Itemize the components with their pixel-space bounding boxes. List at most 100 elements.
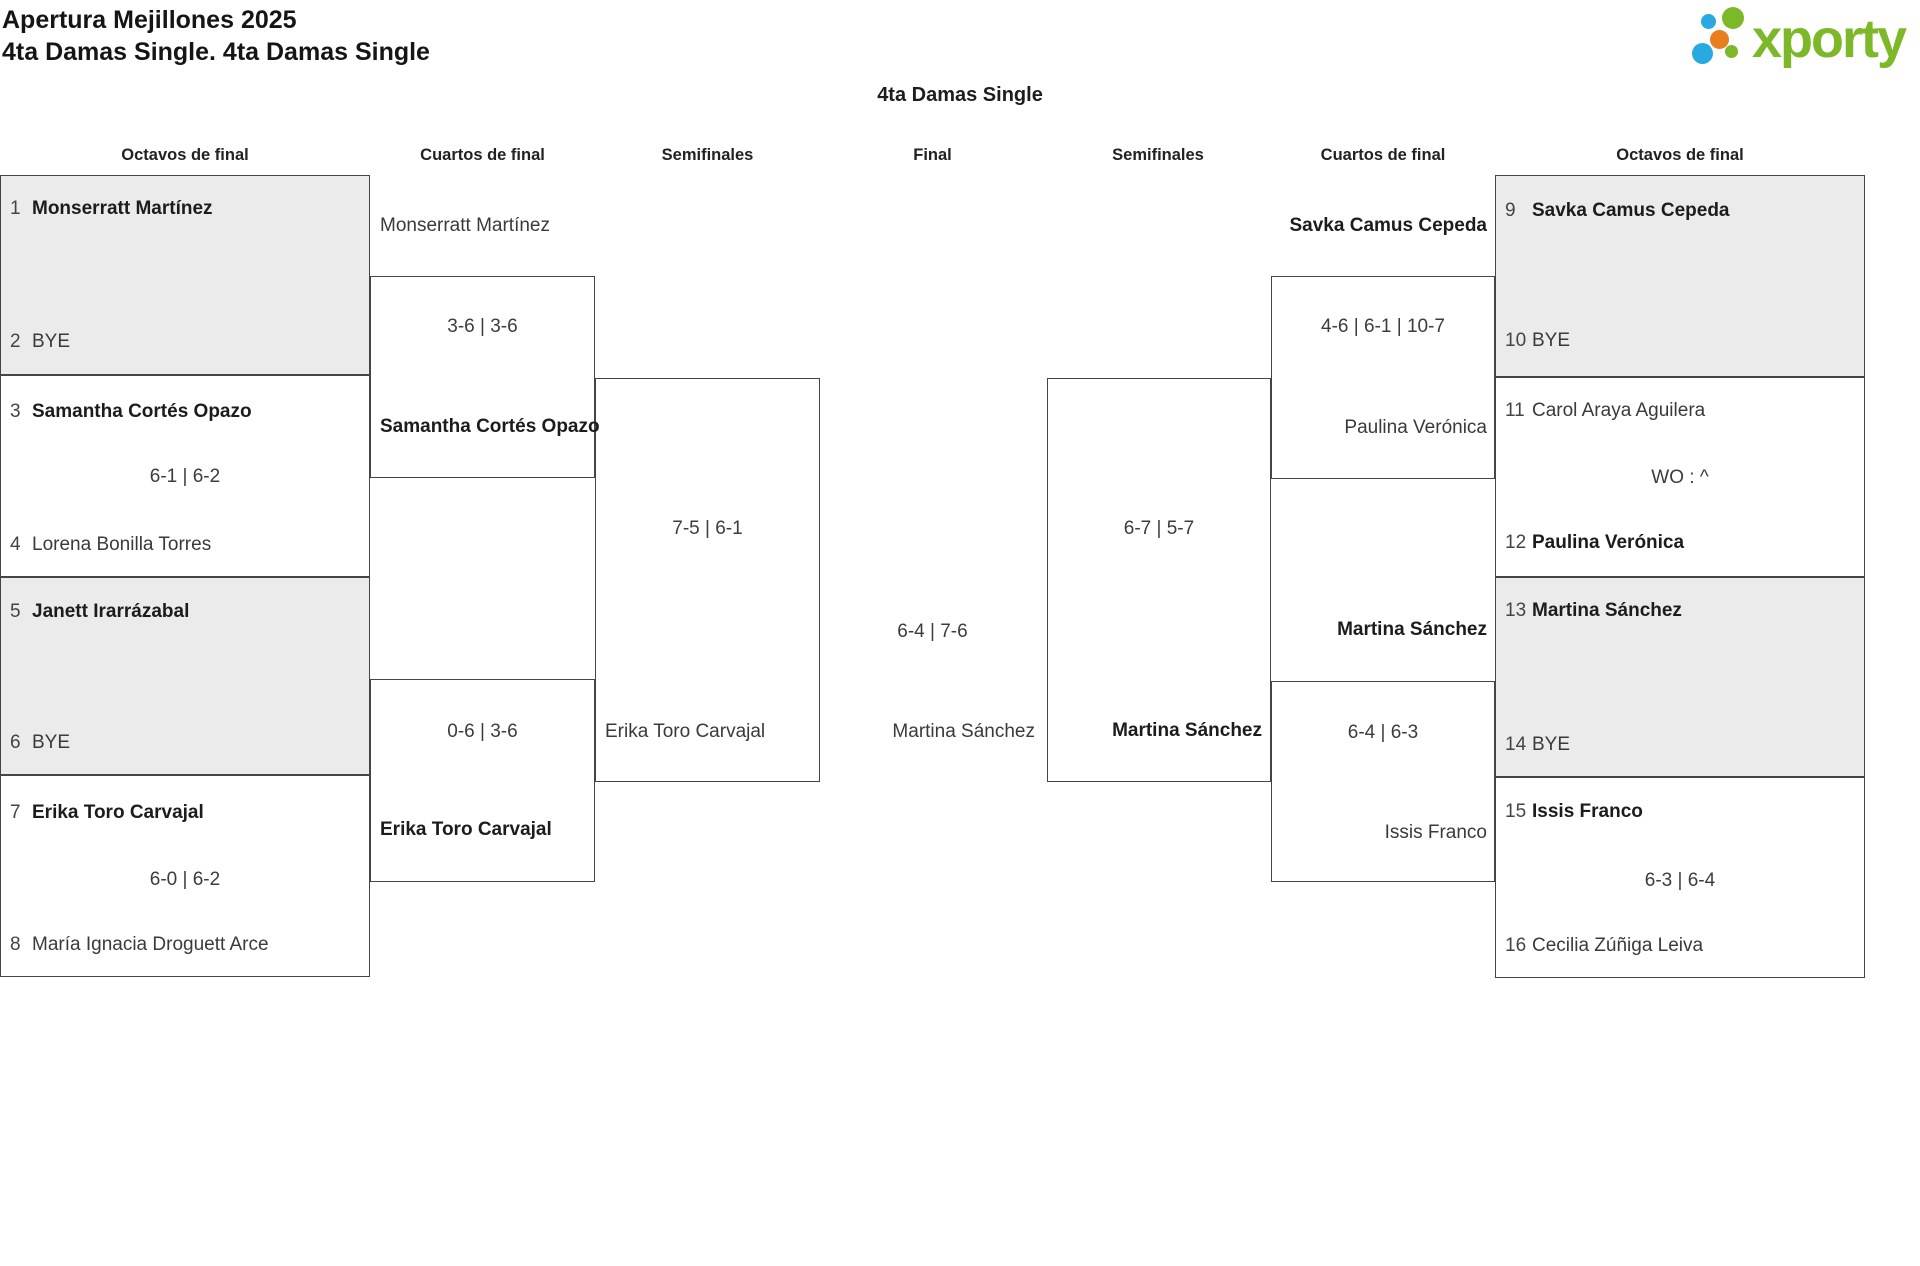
player-row: 6 BYE (0, 730, 370, 756)
player-name[interactable]: Samantha Cortés Opazo (32, 401, 252, 422)
xporty-logo[interactable]: xporty (1690, 0, 1920, 80)
player-row: 9 Savka Camus Cepeda (1495, 198, 1865, 224)
player-row: 15 Issis Franco (1495, 799, 1865, 825)
tournament-subtitle: 4ta Damas Single. 4ta Damas Single (2, 38, 430, 66)
seed-number: 13 (1505, 600, 1527, 621)
round-header-semis-left: Semifinales (661, 146, 754, 164)
logo-dot-green-large (1722, 7, 1744, 29)
player-name[interactable]: Monserratt Martínez (32, 198, 213, 219)
player-name[interactable]: Martina Sánchez (1532, 600, 1682, 621)
seed-number: 6 (10, 732, 21, 753)
player-row: 14 BYE (1495, 732, 1865, 758)
player-name[interactable]: Monserratt Martínez (380, 215, 550, 236)
seed-number: 9 (1505, 200, 1516, 221)
cuartos-right-match2-box (1271, 681, 1495, 882)
octavos-right-match4-box (1495, 777, 1865, 978)
player-row: 1 Monserratt Martínez (0, 196, 370, 222)
seed-number: 14 (1505, 734, 1527, 755)
logo-dot-green-small (1725, 45, 1738, 58)
seed-number: 11 (1505, 400, 1525, 421)
player-name: BYE (1532, 330, 1571, 351)
seed-number: 10 (1505, 330, 1527, 351)
player-row: 5 Janett Irarrázabal (0, 599, 370, 625)
player-name[interactable]: Issis Franco (1532, 801, 1643, 822)
player-name[interactable]: María Ignacia Droguett Arce (32, 934, 269, 955)
octavos-left-match1-box (0, 175, 370, 375)
match-score: 6-7 | 5-7 (1123, 518, 1195, 539)
seed-number: 12 (1505, 532, 1527, 553)
logo-wordmark: xporty (1752, 9, 1907, 69)
seed-number: 16 (1505, 935, 1527, 956)
match-score: 6-4 | 7-6 (897, 621, 968, 642)
octavos-left-match2-box (0, 375, 370, 577)
logo-dot-blue-small (1701, 14, 1716, 29)
player-name[interactable]: Erika Toro Carvajal (380, 819, 552, 840)
player-row: 10 BYE (1495, 328, 1865, 354)
cuartos-right-match1-box (1271, 276, 1495, 479)
player-row: 16 Cecilia Zúñiga Leiva (1495, 933, 1865, 959)
player-name[interactable]: Janett Irarrázabal (32, 601, 190, 622)
match-score: 7-5 | 6-1 (672, 518, 743, 539)
player-name[interactable]: Savka Camus Cepeda (1289, 215, 1488, 236)
round-header-octavos-right: Octavos de final (1616, 146, 1744, 164)
player-name[interactable]: Issis Franco (1384, 822, 1487, 843)
match-score: 4-6 | 6-1 | 10-7 (1321, 316, 1445, 337)
round-header-final: Final (913, 146, 952, 164)
player-row: 12 Paulina Verónica (1495, 530, 1865, 556)
tournament-title: Apertura Mejillones 2025 (2, 6, 297, 34)
player-row: 11 Carol Araya Aguilera (1495, 398, 1865, 424)
player-name[interactable]: Paulina Verónica (1532, 532, 1685, 553)
player-name: BYE (1532, 734, 1571, 755)
player-row: 7 Erika Toro Carvajal (0, 800, 370, 826)
round-header-semis-right: Semifinales (1112, 146, 1204, 164)
semifinal-right-box (1047, 378, 1271, 782)
player-name: BYE (32, 732, 71, 753)
round-header-cuartos-left: Cuartos de final (420, 146, 545, 164)
logo-dot-blue-large (1692, 43, 1713, 64)
round-header-cuartos-right: Cuartos de final (1320, 146, 1446, 164)
player-name[interactable]: Cecilia Zúñiga Leiva (1532, 935, 1704, 956)
player-name[interactable]: Lorena Bonilla Torres (32, 534, 212, 555)
seed-number: 15 (1505, 801, 1527, 822)
player-row: 4 Lorena Bonilla Torres (0, 532, 370, 558)
round-header-octavos-left: Octavos de final (121, 146, 249, 164)
match-score: 6-0 | 6-2 (149, 869, 221, 890)
octavos-right-match2-box (1495, 377, 1865, 577)
seed-number: 7 (10, 802, 21, 823)
seed-number: 5 (10, 601, 21, 622)
logo-dot-orange (1710, 30, 1729, 49)
player-row: 8 María Ignacia Droguett Arce (0, 932, 370, 958)
player-name[interactable]: Martina Sánchez (1337, 619, 1487, 640)
octavos-left-match4-box (0, 775, 370, 977)
player-name[interactable]: Erika Toro Carvajal (32, 802, 204, 823)
octavos-right-match1-box (1495, 175, 1865, 377)
player-row: 2 BYE (0, 329, 370, 355)
player-name[interactable]: Carol Araya Aguilera (1532, 400, 1706, 421)
match-score: 3-6 | 3-6 (447, 316, 518, 337)
match-score: 0-6 | 3-6 (447, 721, 518, 742)
seed-number: 1 (10, 198, 21, 219)
seed-number: 2 (10, 331, 21, 352)
player-name[interactable]: Martina Sánchez (1112, 720, 1262, 741)
cuartos-left-match1-box (370, 276, 595, 478)
player-name[interactable]: Martina Sánchez (892, 721, 1035, 742)
seed-number: 3 (10, 401, 21, 422)
player-name[interactable]: Savka Camus Cepeda (1532, 200, 1730, 221)
cuartos-left-match2-box (370, 679, 595, 882)
seed-number: 8 (10, 934, 21, 955)
match-score: 6-1 | 6-2 (149, 466, 221, 487)
semifinal-left-box (595, 378, 820, 782)
seed-number: 4 (10, 534, 21, 555)
player-name[interactable]: Paulina Verónica (1344, 417, 1487, 438)
match-score: 6-4 | 6-3 (1347, 722, 1419, 743)
player-name: BYE (32, 331, 71, 352)
match-score: WO : ^ (1651, 467, 1709, 488)
player-row: 3 Samantha Cortés Opazo (0, 399, 370, 425)
player-name[interactable]: Erika Toro Carvajal (605, 721, 766, 742)
octavos-left-match3-box (0, 577, 370, 775)
player-row: 13 Martina Sánchez (1495, 598, 1865, 624)
octavos-right-match3-box (1495, 577, 1865, 777)
match-score: 6-3 | 6-4 (1644, 870, 1716, 891)
player-name[interactable]: Samantha Cortés Opazo (380, 416, 600, 437)
